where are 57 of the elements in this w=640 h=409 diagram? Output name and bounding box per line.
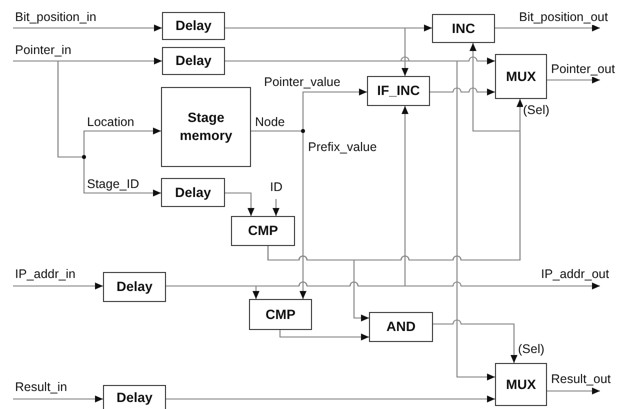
- signal-label: Bit_position_in: [15, 11, 96, 25]
- function-block: [369, 312, 433, 342]
- block-label: Delay: [175, 17, 212, 35]
- function-block: [495, 363, 547, 406]
- function-block: [367, 76, 430, 106]
- function-block: [161, 178, 225, 207]
- signal-arrow: [430, 87, 495, 96]
- block-label: CMP: [248, 222, 278, 240]
- signal-arrow: [225, 27, 408, 76]
- function-block: [161, 87, 251, 167]
- function-block: [103, 272, 166, 302]
- signal-label: Prefix_value: [308, 141, 377, 155]
- signal-label: IP_addr_in: [15, 268, 76, 282]
- signal-label: Result_out: [551, 373, 611, 387]
- block-label: MUX: [506, 68, 536, 86]
- function-block: [249, 299, 312, 330]
- signal-label: (Sel): [523, 104, 550, 118]
- block-label: INC: [452, 20, 476, 38]
- function-block: [162, 12, 225, 40]
- signal-arrow: [13, 24, 162, 32]
- function-block: [495, 54, 547, 99]
- block-label: AND: [386, 318, 416, 336]
- signal-arrow: [272, 199, 280, 216]
- function-block: [103, 385, 166, 409]
- signal-label: IP_addr_out: [541, 268, 610, 282]
- signal-arrow: [166, 285, 260, 299]
- signal-label: Pointer_out: [551, 63, 615, 77]
- signal-label: Stage_ID: [87, 178, 140, 192]
- signal-arrow: [251, 130, 306, 299]
- block-label: IF_INC: [377, 82, 420, 100]
- signal-arrow: [225, 192, 254, 216]
- block-label: MUX: [506, 376, 536, 394]
- signal-arrow: [433, 319, 518, 363]
- signal-label: Pointer_value: [264, 76, 340, 90]
- signal-arrow: [495, 24, 600, 32]
- function-block: [231, 216, 295, 246]
- signal-arrow: [547, 388, 600, 394]
- signal-arrow: [267, 246, 369, 322]
- signal-label: (Sel): [518, 343, 544, 357]
- block-label: Delay: [116, 389, 153, 407]
- block-label: Stage memory: [178, 109, 234, 145]
- block-label: CMP: [266, 306, 296, 324]
- signal-arrow: [547, 76, 600, 84]
- signal-arrow: [13, 282, 103, 290]
- signal-label: Bit_position_out: [519, 11, 608, 25]
- signal-label: Result_in: [15, 381, 68, 395]
- block-label: Delay: [116, 278, 153, 296]
- signal-arrow: [13, 396, 103, 402]
- function-block: [432, 14, 495, 43]
- function-block: [162, 47, 225, 75]
- signal-label: Pointer_in: [15, 44, 72, 58]
- block-label: Delay: [174, 184, 212, 202]
- signal-arrow: [279, 330, 369, 340]
- signal-arrow: [166, 396, 495, 402]
- signal-arrow: [13, 58, 162, 64]
- block-label: Delay: [175, 52, 212, 70]
- signal-arrow: [57, 61, 161, 196]
